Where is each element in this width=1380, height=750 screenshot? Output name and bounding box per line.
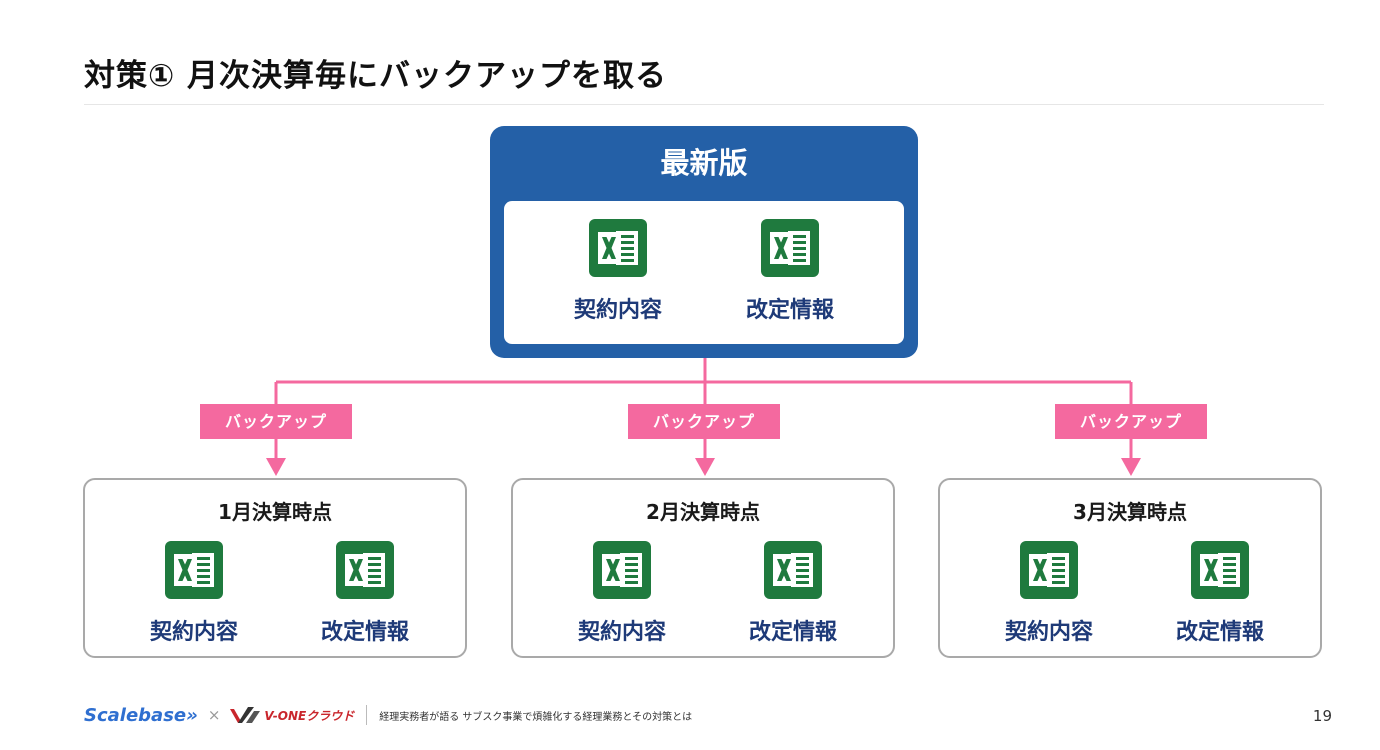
arrow-head-1 bbox=[266, 458, 286, 476]
excel-icon bbox=[335, 540, 395, 600]
excel-icon bbox=[592, 540, 652, 600]
footer-text: 経理実務者が語る サブスク事業で煩雑化する経理業務とその対策とは bbox=[379, 711, 693, 723]
backup-tag-1: バックアップ bbox=[200, 404, 352, 439]
page-title: 対策① 月次決算毎にバックアップを取る bbox=[84, 58, 668, 94]
excel-icon bbox=[763, 540, 823, 600]
snapshot-label: 1月決算時点 bbox=[218, 500, 332, 524]
file-revision: 改定情報 bbox=[725, 218, 855, 324]
snapshot-box-jan: 1月決算時点 契約内容 改定情報 bbox=[83, 478, 467, 658]
arrow-head-2 bbox=[695, 458, 715, 476]
file-name: 契約内容 bbox=[149, 620, 238, 645]
title-divider bbox=[84, 104, 1324, 105]
vone-brand-text: V-ONEクラウド bbox=[264, 708, 355, 723]
file-contract: 契約内容 bbox=[129, 540, 259, 646]
file-revision: 改定情報 bbox=[300, 540, 430, 646]
file-contract: 契約内容 bbox=[553, 218, 683, 324]
latest-version-label: 最新版 bbox=[660, 146, 748, 180]
collab-separator: × bbox=[207, 706, 221, 724]
file-contract: 契約内容 bbox=[557, 540, 687, 646]
file-revision: 改定情報 bbox=[1155, 540, 1285, 646]
snapshot-box-feb: 2月決算時点 契約内容 改定情報 bbox=[511, 478, 895, 658]
file-revision: 改定情報 bbox=[728, 540, 858, 646]
latest-files-panel: 契約内容 改定情報 bbox=[504, 201, 904, 344]
file-name: 改定情報 bbox=[1175, 620, 1264, 645]
snapshot-label: 3月決算時点 bbox=[1073, 500, 1187, 524]
excel-icon bbox=[760, 218, 820, 278]
file-name: 契約内容 bbox=[573, 298, 662, 323]
excel-icon bbox=[1019, 540, 1079, 600]
file-name: 改定情報 bbox=[320, 620, 409, 645]
file-name: 改定情報 bbox=[745, 298, 834, 323]
footer: Scalebase» × V-ONEクラウド 経理実務者が語る サブスク事業で煩… bbox=[84, 700, 692, 730]
file-name: 改定情報 bbox=[748, 620, 837, 645]
vone-logo-icon bbox=[230, 707, 261, 723]
page-number: 19 bbox=[1312, 707, 1332, 725]
excel-icon bbox=[588, 218, 648, 278]
excel-icon bbox=[1190, 540, 1250, 600]
snapshot-label: 2月決算時点 bbox=[646, 500, 760, 524]
latest-version-box: 最新版 契約内容 改定情報 bbox=[490, 126, 918, 358]
file-name: 契約内容 bbox=[1004, 620, 1093, 645]
excel-icon bbox=[164, 540, 224, 600]
scalebase-logo: Scalebase» bbox=[84, 704, 198, 726]
footer-divider bbox=[366, 705, 368, 725]
file-contract: 契約内容 bbox=[984, 540, 1114, 646]
snapshot-box-mar: 3月決算時点 契約内容 改定情報 bbox=[938, 478, 1322, 658]
backup-tag-2: バックアップ bbox=[628, 404, 780, 439]
arrow-head-3 bbox=[1121, 458, 1141, 476]
backup-tag-3: バックアップ bbox=[1055, 404, 1207, 439]
file-name: 契約内容 bbox=[577, 620, 666, 645]
